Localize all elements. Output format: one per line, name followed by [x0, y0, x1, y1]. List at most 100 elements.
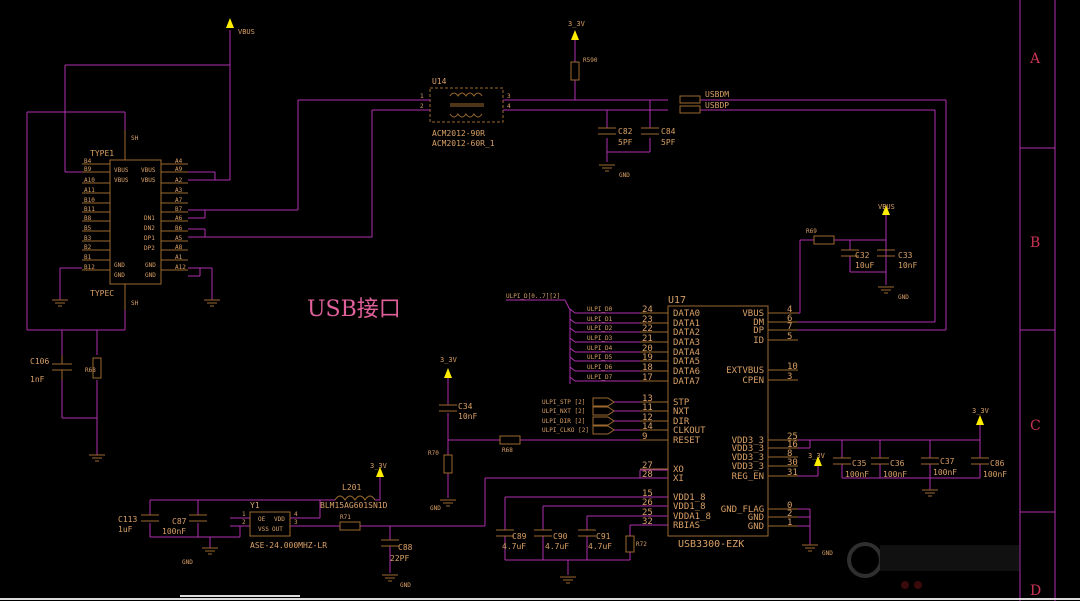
- svg-text:USB3300-EZK: USB3300-EZK: [678, 539, 744, 550]
- svg-text:100nF: 100nF: [162, 527, 186, 536]
- c36-capacitor[interactable]: C36 100nF: [871, 457, 907, 479]
- power-3v3-regen: 3_3V: [808, 452, 826, 466]
- svg-text:VBUS: VBUS: [238, 28, 255, 36]
- svg-text:4: 4: [294, 511, 298, 518]
- svg-text:R590: R590: [583, 57, 598, 64]
- phy-pin-number: 9: [642, 432, 647, 442]
- svg-text:2: 2: [420, 103, 424, 110]
- gnd-symbol: [560, 576, 576, 584]
- c106-capacitor[interactable]: C106 1nF: [30, 355, 72, 384]
- connector-pin-label: B2: [84, 244, 92, 251]
- common-mode-choke-u14[interactable]: U14 ACM2012-90R ACM2012-60R_1 1 2 3 4: [420, 77, 511, 148]
- c32-capacitor[interactable]: C32 10uF: [841, 249, 874, 270]
- svg-text:GND: GND: [114, 262, 125, 269]
- ulpi-signal-lines: ULPI_D0ULPI_D1ULPI_D2ULPI_D3ULPI_D4ULPI_…: [569, 306, 640, 382]
- c89-capacitor[interactable]: C89 4.7uF: [496, 529, 527, 551]
- c91-capacitor[interactable]: C91 4.7uF: [578, 529, 612, 551]
- phy-pin-number: 5: [787, 332, 792, 342]
- ferrite-bead-l201[interactable]: L201 BLM15AG601SN1D: [320, 483, 388, 510]
- svg-text:5PF: 5PF: [661, 138, 676, 147]
- bus-entry: [569, 376, 576, 382]
- phy-pin-number: 14: [642, 422, 653, 432]
- usbdp-net-label: USBDP: [705, 101, 729, 110]
- phy-pin-name: VDD1_8: [673, 502, 706, 512]
- connector-pin-label: A8: [175, 244, 183, 251]
- phy-pin-name: VBUS: [742, 309, 764, 319]
- port-arrow: [592, 406, 615, 416]
- c86-capacitor[interactable]: C86 100nF: [971, 457, 1007, 479]
- c33-capacitor[interactable]: C33 10nF: [877, 249, 917, 270]
- svg-text:GND: GND: [430, 505, 441, 512]
- connector-pin-label: B12: [84, 264, 95, 271]
- svg-text:3_3V: 3_3V: [440, 356, 458, 364]
- phy-pin-name: DM: [753, 318, 764, 328]
- c113-capacitor[interactable]: C113 1uF: [118, 514, 159, 534]
- svg-text:1: 1: [420, 93, 424, 100]
- svg-text:C87: C87: [172, 517, 187, 526]
- c84-capacitor[interactable]: C84 5PF: [641, 127, 676, 147]
- c88-capacitor[interactable]: C88 22PF: [381, 539, 413, 563]
- c34-capacitor[interactable]: C34 10nF: [439, 402, 477, 421]
- connector-pin-label: B4: [84, 158, 92, 165]
- connector-pin-label: A12: [175, 264, 186, 271]
- phy-pin-name: DATA3: [673, 338, 700, 348]
- r70-resistor[interactable]: R70: [428, 450, 453, 474]
- phy-pin-number: 26: [642, 498, 653, 508]
- usb-type-c-connector[interactable]: TYPE1 TYPEC SH SH VBUS VBUS VBUS VBUS DN…: [90, 130, 162, 310]
- svg-text:C33: C33: [898, 251, 913, 260]
- svg-text:DN2: DN2: [144, 225, 155, 232]
- port-arrow: [592, 425, 615, 435]
- ulpi-port-label: ULPI_DIR [2]: [542, 418, 585, 425]
- bus-entry: [569, 366, 576, 372]
- gnd-symbol: GND: [878, 286, 909, 301]
- svg-text:R72: R72: [636, 541, 647, 548]
- c87-capacitor[interactable]: C87 100nF: [162, 514, 207, 536]
- phy-pin-number: 6: [787, 314, 792, 324]
- r68-resistor[interactable]: R68: [85, 357, 102, 379]
- crystal-y1[interactable]: Y1 OE VDD VSS OUT ASE-24.000MHZ-LR 1 2 3…: [242, 501, 327, 550]
- c35-capacitor[interactable]: C35 100nF: [833, 457, 869, 479]
- port-arrow: [592, 397, 615, 407]
- port-arrow: [592, 416, 615, 426]
- r68-series-resistor[interactable]: R68: [499, 435, 521, 454]
- svg-text:L201: L201: [342, 483, 361, 492]
- r71-resistor[interactable]: R71: [339, 514, 361, 531]
- svg-text:R70: R70: [428, 450, 439, 457]
- connector-pin-label: A3: [175, 187, 183, 194]
- svg-text:GND: GND: [400, 582, 411, 589]
- svg-text:C35: C35: [852, 459, 867, 468]
- svg-text:3_3V: 3_3V: [808, 452, 826, 460]
- gnd-symbol: GND: [382, 574, 411, 589]
- phy-pin-name: DATA4: [673, 348, 700, 358]
- vbus-power-symbol-top: VBUS: [226, 18, 255, 36]
- svg-text:VDD: VDD: [274, 516, 285, 523]
- svg-text:C90: C90: [553, 532, 568, 541]
- series-resistors-usb[interactable]: USBDM USBDP: [679, 90, 729, 114]
- connector-pin-label: A9: [175, 166, 183, 173]
- phy-pin-number: 13: [642, 394, 653, 404]
- phy-pin-name: DATA1: [673, 319, 700, 329]
- phy-pin-number: 2: [787, 509, 792, 519]
- c82-capacitor[interactable]: C82 5PF: [598, 127, 633, 147]
- svg-text:C106: C106: [30, 357, 49, 366]
- svg-text:GND: GND: [822, 550, 833, 557]
- phy-pin-number: 24: [642, 305, 653, 315]
- c90-capacitor[interactable]: C90 4.7uF: [534, 529, 569, 551]
- r69-resistor[interactable]: R69: [806, 228, 835, 245]
- ulpi-net-label: ULPI_D6: [587, 364, 613, 371]
- svg-text:10nF: 10nF: [898, 261, 917, 270]
- phy-pin-number: 1: [787, 518, 792, 528]
- connector-wires: [26, 30, 418, 455]
- svg-text:3_3V: 3_3V: [972, 407, 990, 415]
- phy-pin-name: VDDA1_8: [673, 512, 711, 522]
- ulpi-port-label: ULPI_CLKO [2]: [542, 427, 589, 434]
- r72-resistor[interactable]: R72: [625, 535, 647, 553]
- r590-resistor[interactable]: R590: [570, 57, 598, 81]
- phy-pin-name: CPEN: [742, 376, 764, 386]
- connector-pin-label: B5: [84, 225, 92, 232]
- phy-pin-number: 4: [787, 305, 792, 315]
- svg-text:C86: C86: [990, 459, 1005, 468]
- svg-text:C89: C89: [512, 532, 527, 541]
- c37-capacitor[interactable]: C37 100nF: [921, 457, 957, 477]
